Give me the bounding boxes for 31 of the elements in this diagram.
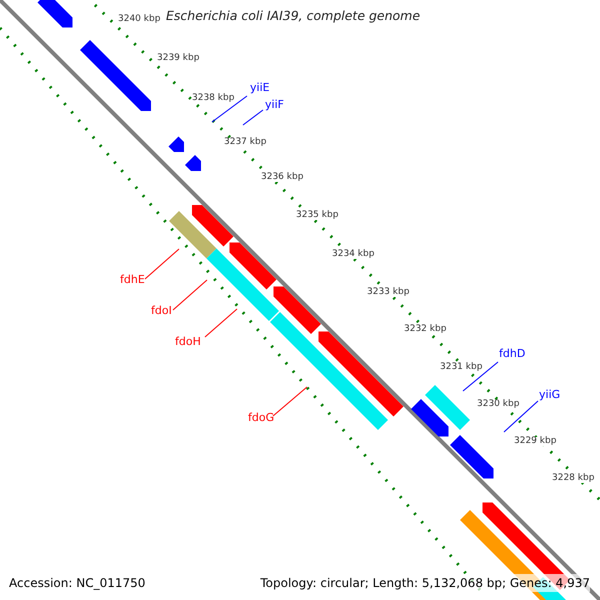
gene-label: yiiG [539, 388, 560, 402]
tick-label: 3233 kbp [367, 288, 410, 297]
gene-label: fdoI [151, 304, 172, 318]
leader-line [504, 400, 538, 432]
leader-line [462, 362, 498, 392]
tick-label: 3236 kbp [261, 173, 304, 182]
leader-line [172, 280, 208, 310]
tick-label: 3230 kbp [477, 400, 520, 409]
genome-stats-note: Topology: circular; Length: 5,132,068 bp; Genes: 4,937 [260, 574, 590, 592]
gene-label: fdoH [175, 335, 201, 349]
leader-line [272, 386, 308, 416]
tick-label: 3239 kbp [157, 54, 200, 63]
gene-label: yiiF [265, 98, 284, 112]
leader-line [204, 308, 238, 338]
tick-label: 3238 kbp [192, 94, 234, 103]
leader-line [242, 110, 264, 126]
gene-label: yiiE [250, 81, 270, 95]
tick-label: 3234 kbp [332, 250, 374, 259]
tick-label: 3231 kbp [440, 363, 482, 372]
leader-line [212, 96, 248, 122]
accession-note: Accession: NC_011750 [9, 575, 146, 592]
leader-line [144, 248, 180, 280]
tick-label: 3232 kbp [404, 325, 446, 334]
tick-label: 3229 kbp [514, 437, 556, 446]
tick-label: 3228 kbp [552, 474, 594, 483]
gene-label: fdhD [499, 347, 526, 361]
gene-label: fdhE [120, 273, 145, 287]
tick-label: 3237 kbp [224, 138, 266, 147]
gene-label: fdoG [248, 411, 274, 425]
tick-label: 3240 kbp [118, 15, 160, 24]
tick-label: 3235 kbp [296, 211, 338, 220]
